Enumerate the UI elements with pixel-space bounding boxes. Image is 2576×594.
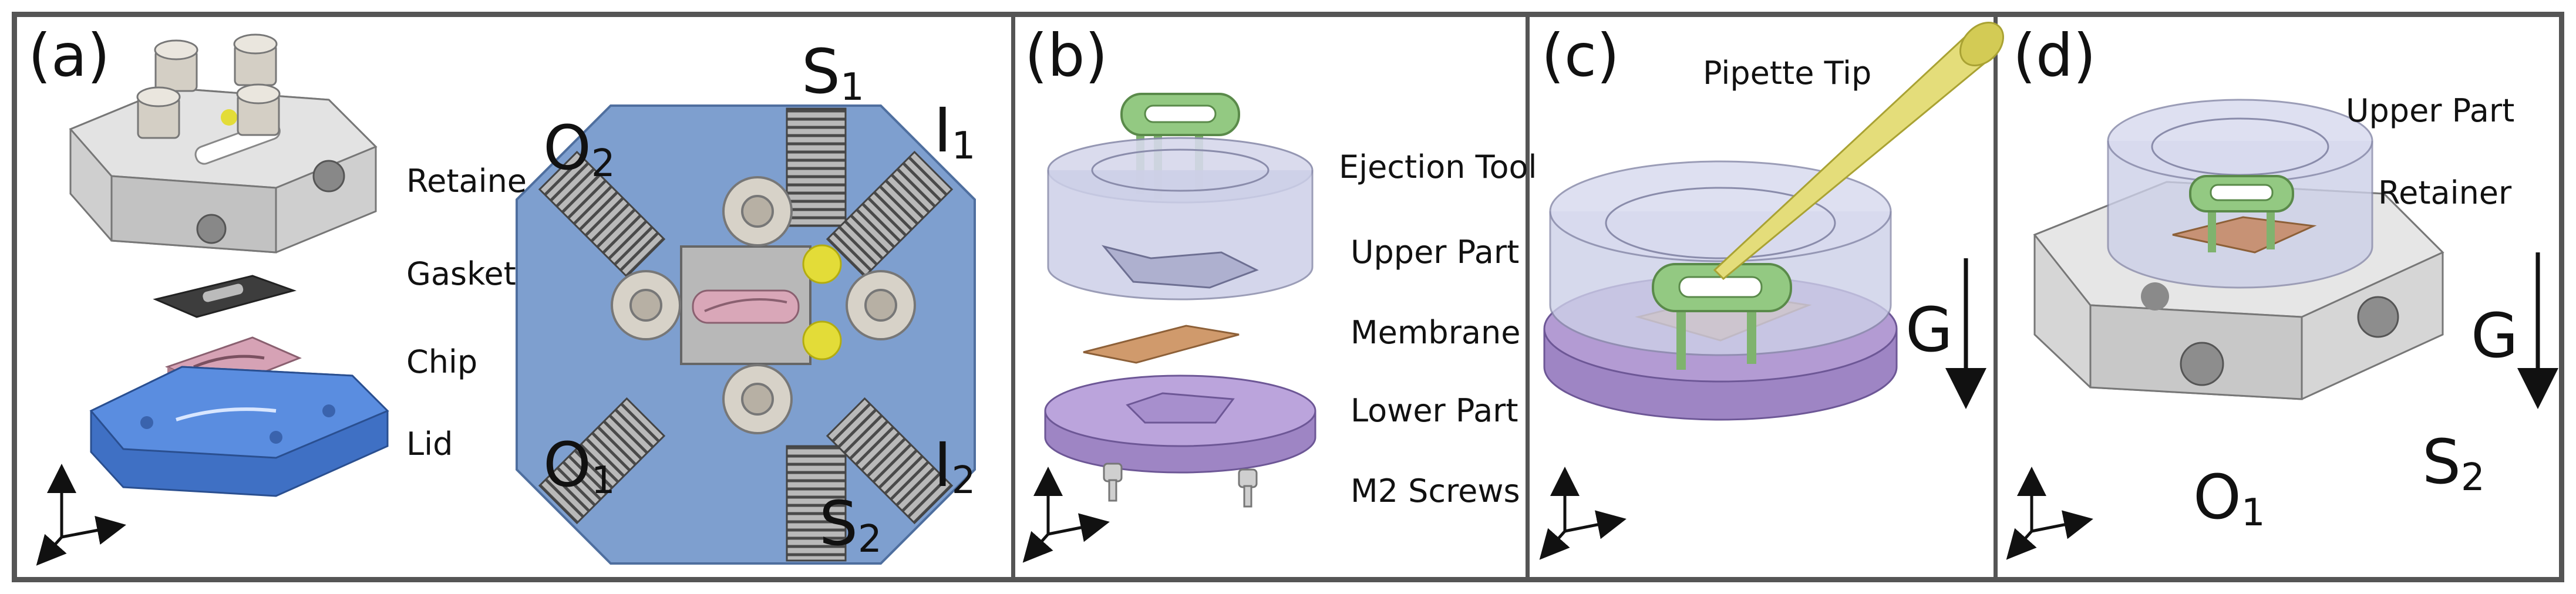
label-upper-part-d: Upper Part bbox=[2346, 92, 2515, 129]
axes-triad-b bbox=[1022, 467, 1110, 563]
label-ejection-tool: Ejection Tool bbox=[1339, 148, 1537, 185]
retainer-block bbox=[69, 33, 378, 254]
panel-label-c: (c) bbox=[1541, 21, 1620, 90]
label-lower-part: Lower Part bbox=[1351, 392, 1518, 429]
port-label-s1: S1 bbox=[802, 36, 864, 109]
panel-d-full-assembly bbox=[2006, 99, 2558, 560]
port-label-o1: O1 bbox=[543, 429, 615, 502]
port-label-s2: S2 bbox=[819, 488, 882, 561]
panel-c-assembled-chamber bbox=[1539, 22, 2004, 560]
figure-frame bbox=[12, 12, 2564, 582]
label-m2-screws: M2 Screws bbox=[1351, 473, 1520, 509]
panel-b-exploded-chamber bbox=[1022, 93, 1316, 563]
retainer-screws bbox=[136, 33, 281, 139]
panel-divider-cd bbox=[1994, 12, 1998, 582]
port-label-i1: I1 bbox=[934, 95, 976, 168]
m2-screws bbox=[1103, 463, 1258, 508]
label-gravity-d: G bbox=[2471, 300, 2518, 372]
panel-label-b: (b) bbox=[1025, 21, 1108, 90]
label-gasket: Gasket bbox=[406, 255, 516, 292]
lid-part bbox=[89, 366, 389, 497]
port-label-o2: O2 bbox=[543, 112, 615, 185]
panel-label-a: (a) bbox=[28, 21, 110, 90]
membrane-sheet bbox=[1083, 325, 1240, 364]
label-chip: Chip bbox=[406, 343, 478, 380]
port-label-s2-d: S2 bbox=[2422, 426, 2485, 500]
panel-a-top-view bbox=[516, 104, 976, 565]
panel-divider-ab bbox=[1011, 12, 1015, 582]
axes-triad-a bbox=[36, 464, 126, 566]
inlet-droplet-2 bbox=[802, 320, 842, 360]
label-gravity-c: G bbox=[1905, 294, 1953, 366]
upper-part-transparent bbox=[1047, 137, 1314, 301]
label-membrane: Membrane bbox=[1351, 314, 1521, 351]
port-label-o1-d: O1 bbox=[2193, 461, 2265, 535]
screw-heads bbox=[611, 176, 916, 434]
compression-springs bbox=[538, 107, 954, 562]
label-retainer: Retaine bbox=[406, 163, 527, 200]
panel-divider-bc bbox=[1526, 12, 1530, 582]
label-lid: Lid bbox=[406, 426, 453, 463]
label-pipette-tip: Pipette Tip bbox=[1703, 55, 1872, 92]
gasket-part bbox=[153, 275, 297, 318]
label-retainer-d: Retainer bbox=[2378, 174, 2512, 211]
port-label-i2: I2 bbox=[934, 429, 976, 502]
lower-part bbox=[1044, 374, 1316, 474]
label-upper-part-b: Upper Part bbox=[1351, 234, 1520, 271]
panel-label-d: (d) bbox=[2013, 21, 2096, 90]
inlet-droplet-1 bbox=[802, 244, 842, 284]
axes-triad-c bbox=[1539, 467, 1627, 560]
axes-triad-d bbox=[2006, 467, 2093, 560]
panel-a-exploded-assembly bbox=[36, 33, 389, 566]
